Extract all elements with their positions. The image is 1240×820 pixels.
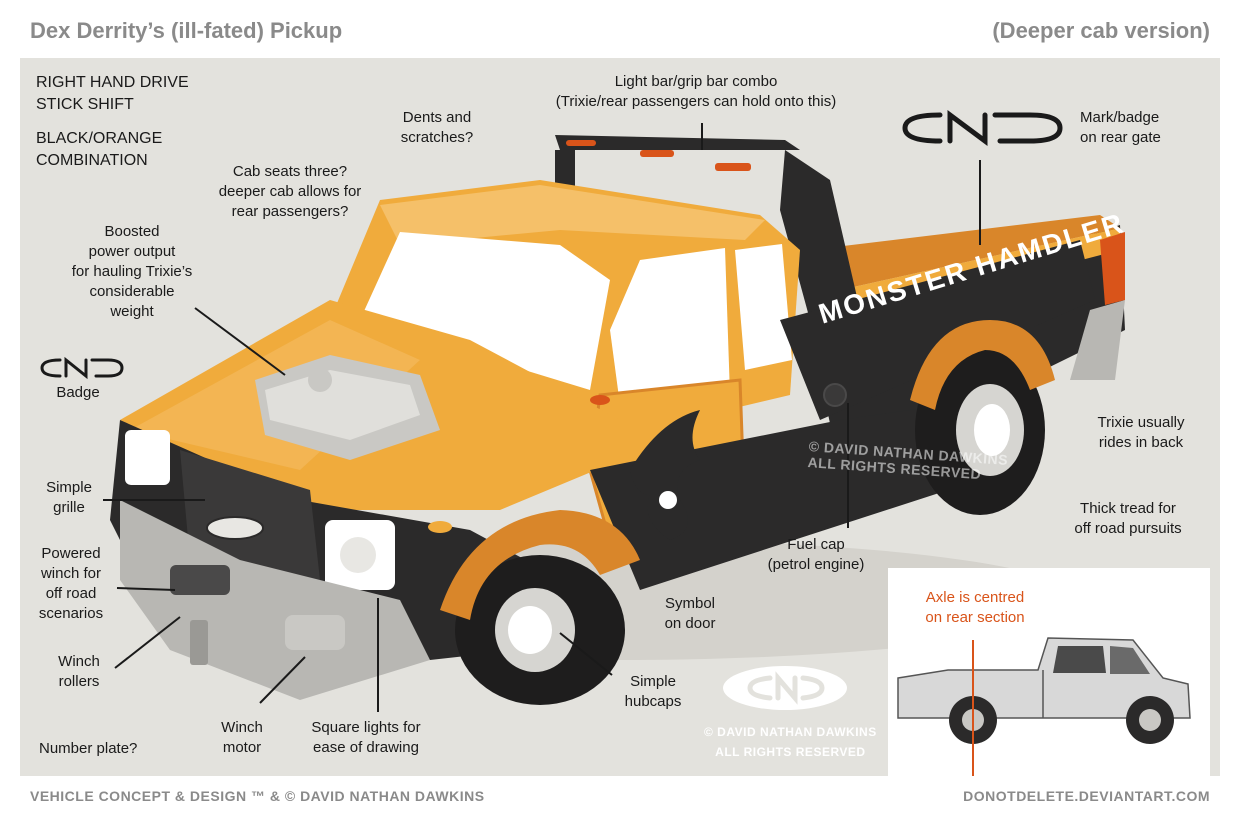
callout-light-bar: Light bar/grip bar combo (Trixie/rear pa… bbox=[555, 73, 837, 110]
cnd-logo-small bbox=[40, 356, 124, 380]
callout-fuel-cap: Fuel cap (petrol engine) bbox=[767, 536, 865, 573]
callout-square-lights: Square lights for ease of drawing bbox=[311, 719, 421, 756]
footer-site: DONOTDELETE.DEVIANTART.COM bbox=[963, 788, 1210, 804]
callout-power: Boosted power output for hauling Trixie’… bbox=[71, 223, 193, 320]
footer-credit: VEHICLE CONCEPT & DESIGN ™ & © DAVID NAT… bbox=[30, 788, 485, 804]
side-view-truck bbox=[897, 637, 1191, 776]
color-spec: BLACK/ORANGE COMBINATION bbox=[36, 130, 163, 169]
leader-rollers bbox=[114, 616, 181, 669]
page-title: Dex Derrity’s (ill-fated) Pickup bbox=[30, 18, 343, 43]
callout-trixie: Trixie usually rides in back bbox=[1097, 414, 1185, 451]
leader-winch-motor bbox=[259, 656, 306, 704]
callout-winch-motor: Winch motor bbox=[221, 719, 263, 756]
callout-cab-seats: Cab seats three? deeper cab allows for r… bbox=[218, 163, 362, 220]
callout-hubcaps: Simple hubcaps bbox=[624, 673, 682, 710]
callout-number-plate: Number plate? bbox=[39, 740, 138, 757]
callout-tread: Thick tread for off road pursuits bbox=[1074, 500, 1182, 537]
callout-badge: Badge bbox=[56, 384, 100, 401]
axle-note: Axle is centred on rear section bbox=[925, 589, 1025, 626]
drive-spec: RIGHT HAND DRIVE STICK SHIFT bbox=[36, 74, 189, 113]
axle-inset: Axle is centred on rear section bbox=[888, 568, 1210, 776]
callout-winch: Powered winch for off road scenarios bbox=[38, 545, 104, 622]
cnd-logo-large bbox=[902, 110, 1063, 146]
callout-door-symbol: Symbol on door bbox=[664, 595, 716, 632]
leader-hubcaps bbox=[559, 632, 613, 676]
watermark-center: © DAVID NATHAN DAWKINS ALL RIGHTS RESERV… bbox=[704, 725, 877, 759]
version-label: (Deeper cab version) bbox=[992, 18, 1210, 43]
callout-grille: Simple grille bbox=[46, 479, 92, 516]
callout-badge-rear: Mark/badge on rear gate bbox=[1080, 109, 1161, 146]
callout-dents: Dents and scratches? bbox=[400, 109, 474, 146]
leader-winch bbox=[116, 587, 176, 591]
callout-rollers: Winch rollers bbox=[58, 653, 100, 690]
leader-power bbox=[194, 307, 286, 376]
